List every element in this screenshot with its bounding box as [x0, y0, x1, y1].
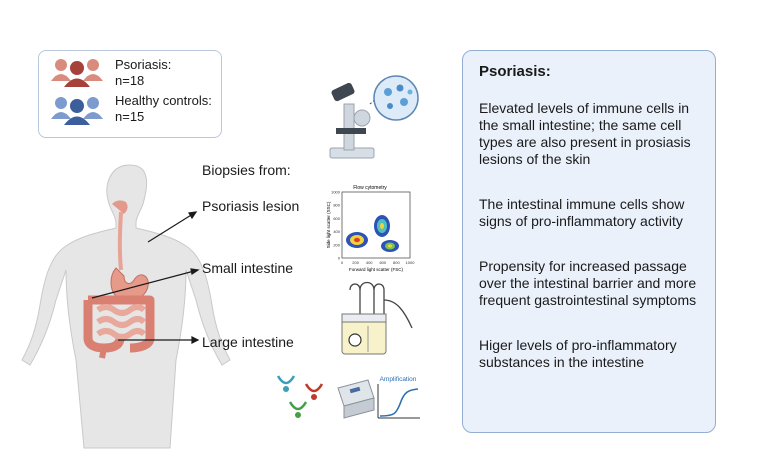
- amplification-label: Amplification: [380, 376, 417, 383]
- psoriasis-count: n=18: [115, 73, 145, 88]
- flow-population-3: [381, 240, 399, 252]
- biopsy-site-psoriasis-lesion: Psoriasis lesion: [202, 198, 300, 214]
- flow-y-tick: 400: [333, 229, 340, 234]
- psoriasis-group-icon: [51, 59, 103, 87]
- flow-x-tick: 1000: [406, 260, 416, 265]
- healthy-controls-group-icon: [51, 97, 103, 125]
- finding-intestinal-barrier: Propensity for increased passage over th…: [479, 258, 697, 308]
- flow-chart-title: Flow cytometry: [353, 185, 387, 191]
- amplification-curve-chart: Amplification: [377, 376, 420, 419]
- flow-y-tick: 0: [338, 256, 341, 261]
- findings-title: Psoriasis:: [479, 63, 551, 80]
- flow-x-tick: 600: [379, 260, 386, 265]
- flow-x-tick: 200: [352, 260, 359, 265]
- ussing-chamber-icon: [341, 281, 413, 355]
- flow-y-tick: 800: [333, 203, 340, 208]
- flow-y-tick: 200: [333, 242, 340, 247]
- flow-y-tick: 1000: [331, 190, 341, 195]
- arrow-psoriasis-lesion: [147, 211, 197, 243]
- flow-x-tick: 800: [393, 260, 400, 265]
- cohort-legend: Psoriasis: n=18 Healthy controls: n=15: [38, 50, 222, 138]
- controls-count: n=15: [115, 109, 145, 124]
- cells-magnified-icon: [373, 75, 419, 121]
- flow-x-tick: 0: [341, 260, 344, 265]
- flow-population-2: [374, 215, 390, 237]
- biopsy-site-large-intestine: Large intestine: [202, 334, 294, 350]
- flow-y-tick: 600: [333, 216, 340, 221]
- arrow-small-intestine: [91, 269, 199, 299]
- flow-chart-xlabel: Forward light scatter (FSC): [349, 267, 404, 272]
- flow-cytometry-plot: Flow cytometry Forward light scatter (FS…: [326, 185, 415, 272]
- psoriasis-label: Psoriasis:: [115, 57, 172, 72]
- microscope-icon: [329, 82, 385, 159]
- findings-panel: Psoriasis: Elevated levels of immune cel…: [462, 50, 716, 433]
- flow-x-tick: 400: [366, 260, 373, 265]
- flow-population-1: [346, 232, 368, 248]
- finding-pro-inflammatory-substances: Higer levels of pro-inflammatory substan…: [479, 337, 677, 370]
- controls-label: Healthy controls:: [115, 93, 212, 108]
- human-body-icon: [21, 164, 231, 449]
- flow-chart-ylabel: Side light scatter (SSC): [326, 201, 331, 248]
- finding-pro-inflammatory-activity: The intestinal immune cells show signs o…: [479, 196, 685, 229]
- pcr-machine-icon: [337, 379, 375, 419]
- amplification-curve: [379, 388, 419, 417]
- biopsies-heading: Biopsies from:: [202, 162, 291, 178]
- primers-icon: [276, 375, 324, 418]
- finding-immune-cells: Elevated levels of immune cells in the s…: [479, 100, 691, 167]
- biopsy-site-small-intestine: Small intestine: [202, 260, 294, 276]
